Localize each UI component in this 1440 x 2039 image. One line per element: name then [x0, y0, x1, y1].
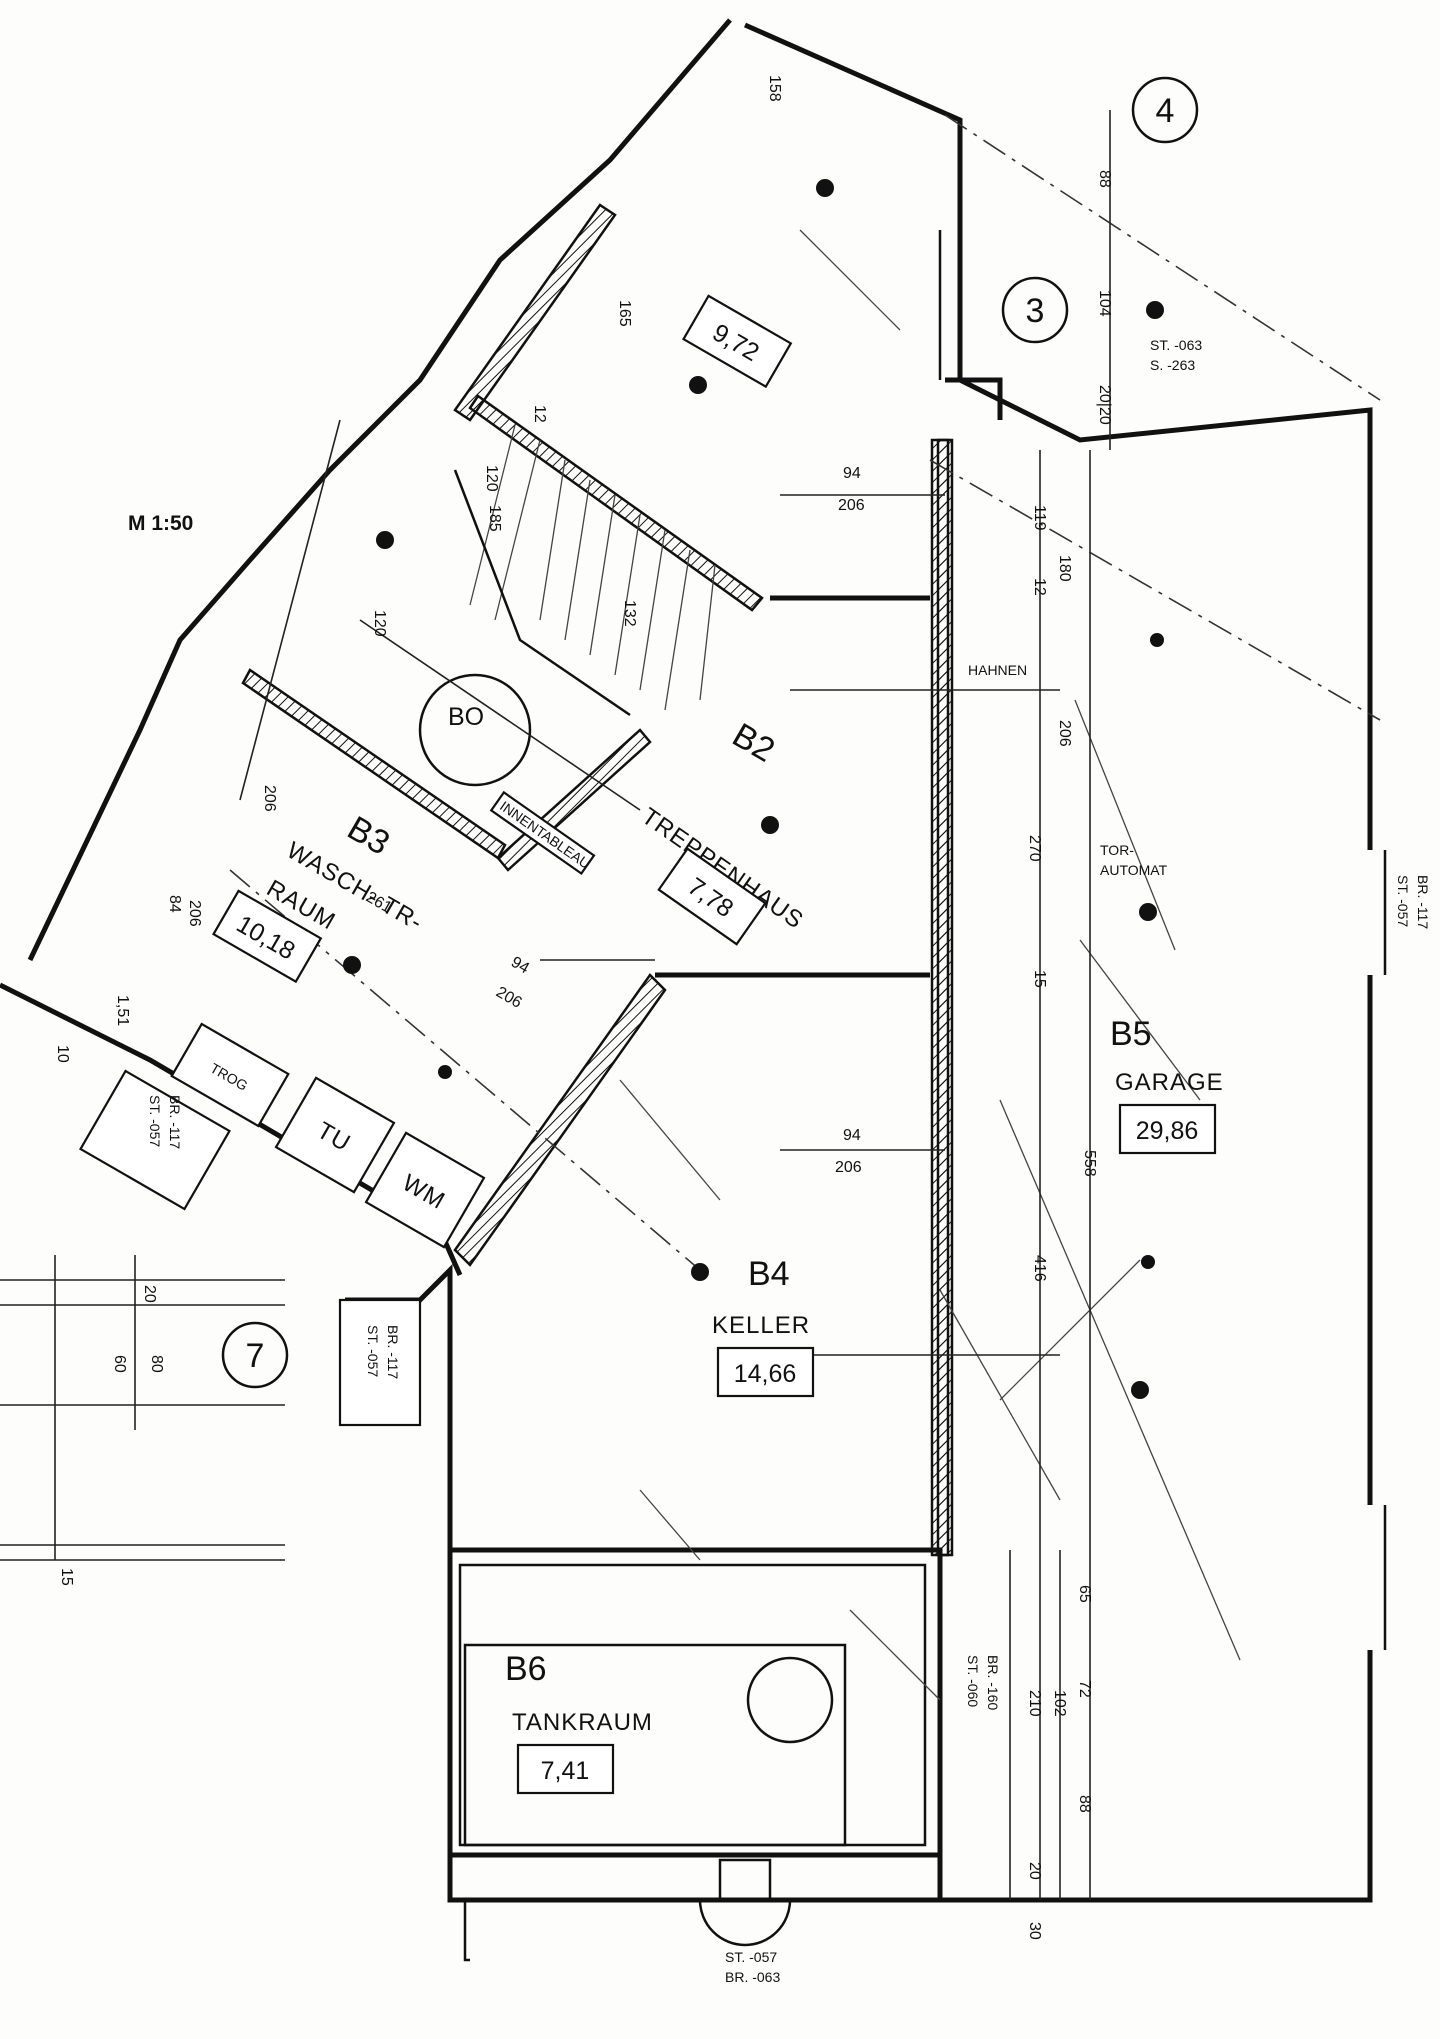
- dim-206c: 206: [493, 984, 525, 1012]
- level-bottom-2: BR. -063: [725, 1969, 780, 1985]
- dim-180: 180: [1056, 555, 1073, 582]
- dim-20b: 20: [141, 1285, 158, 1303]
- dim-158: 158: [766, 75, 783, 102]
- dim-88: 88: [1096, 170, 1113, 188]
- room-code: B3: [341, 809, 396, 863]
- dim-132: 132: [621, 600, 638, 627]
- electrical-symbols: [343, 179, 1164, 1399]
- room-b3: B3 WASCH- TR- RAUM 10,18: [212, 809, 428, 984]
- room-name: GARAGE: [1115, 1069, 1224, 1096]
- level-top-2: S. -263: [1150, 357, 1195, 373]
- dim-12: 12: [531, 405, 548, 423]
- dim-84: 84: [166, 895, 183, 913]
- dim-270: 270: [1026, 835, 1043, 862]
- axis-markers: 4 3 7: [221, 76, 1199, 1389]
- dim-15b: 15: [58, 1568, 75, 1586]
- dim-15: 15: [1031, 970, 1048, 988]
- dim-2020: 20|20: [1096, 385, 1113, 425]
- dimension-lines: [0, 110, 1111, 1900]
- dim-206e: 206: [835, 1159, 862, 1176]
- dim-80: 80: [148, 1355, 165, 1373]
- level-right-2: BR. -117: [1415, 875, 1431, 929]
- dim-416: 416: [1031, 1255, 1048, 1282]
- level-bottom-1: ST. -057: [725, 1949, 777, 1965]
- scale-label: M 1:50: [128, 512, 193, 535]
- dim-165: 165: [616, 300, 633, 327]
- dim-120b: 120: [371, 610, 388, 637]
- fixtures: TROG TU WM: [79, 1022, 847, 1947]
- annotations: TOR- AUTOMAT HAHNEN ST. -063 S. -263 ST.…: [147, 337, 1431, 1985]
- dim-60: 60: [111, 1355, 128, 1373]
- dim-94a: 94: [843, 465, 861, 482]
- level-left-1: ST. -057: [147, 1095, 163, 1147]
- room-area: 29,86: [1136, 1117, 1199, 1145]
- level-left2-2: BR. -117: [385, 1325, 401, 1379]
- dim-206b: 206: [1056, 720, 1073, 747]
- dim-20: 20: [1026, 1862, 1043, 1880]
- tor-automat-line1: TOR-: [1100, 842, 1134, 858]
- dim-94b: 94: [508, 954, 532, 978]
- room-area: 14,66: [734, 1360, 797, 1388]
- room-name: KELLER: [712, 1312, 810, 1339]
- room-top: 9,72: [682, 294, 793, 389]
- hahnen-label: HAHNEN: [968, 662, 1027, 678]
- partitions: [450, 230, 1003, 1900]
- room-code: B2: [726, 716, 781, 770]
- axis-label-7: 7: [246, 1337, 265, 1375]
- dim-119: 119: [1031, 505, 1048, 531]
- dim-12b: 12: [1031, 578, 1048, 596]
- stair-label: BO: [448, 703, 484, 731]
- room-code: B6: [505, 1650, 547, 1688]
- tor-automat-line2: AUTOMAT: [1100, 862, 1168, 878]
- room-b4: B4 KELLER 14,66: [712, 1255, 815, 1398]
- room-b2: B2 TREPPENHAUS 7,78: [637, 716, 809, 946]
- dim-206d: 206: [261, 785, 278, 812]
- dim-94c: 94: [843, 1127, 861, 1144]
- dim-185: 185: [486, 505, 503, 532]
- dim-10: 10: [54, 1045, 71, 1063]
- dim-120a: 120: [483, 465, 500, 492]
- level-mid-2: BR. -160: [985, 1655, 1001, 1710]
- dim-102: 102: [1051, 1690, 1068, 1717]
- axis-label-4: 4: [1156, 92, 1175, 130]
- room-name: TANKRAUM: [512, 1709, 653, 1736]
- outer-walls: [0, 18, 1387, 1962]
- dim-30: 30: [1026, 1922, 1043, 1940]
- dim-558: 558: [1081, 1150, 1098, 1177]
- room-area: 7,41: [541, 1757, 590, 1785]
- dim-210: 210: [1026, 1690, 1043, 1717]
- level-left-2: BR. -117: [167, 1095, 183, 1149]
- dim-65: 65: [1076, 1585, 1093, 1603]
- dim-206a: 206: [838, 497, 865, 514]
- room-code: B4: [748, 1255, 790, 1293]
- room-code: B5: [1110, 1015, 1152, 1053]
- dim-151: 1,51: [114, 995, 131, 1026]
- axis-label-3: 3: [1026, 292, 1045, 330]
- level-left2-1: ST. -057: [365, 1325, 381, 1377]
- level-top-1: ST. -063: [1150, 337, 1202, 353]
- dimension-texts: 158 88 104 20|20 165 12 120 185 120 132 …: [54, 75, 1113, 1940]
- dim-72: 72: [1076, 1680, 1093, 1698]
- dim-104: 104: [1096, 290, 1113, 317]
- room-b6: B6 TANKRAUM 7,41: [505, 1650, 653, 1795]
- level-right-1: ST. -057: [1395, 875, 1411, 927]
- level-mid-1: ST. -060: [965, 1655, 981, 1707]
- dim-88b: 88: [1076, 1795, 1093, 1813]
- room-b5: B5 GARAGE 29,86: [1110, 1015, 1224, 1155]
- stair-treads: [239, 419, 716, 811]
- dim-206f: 206: [186, 900, 203, 927]
